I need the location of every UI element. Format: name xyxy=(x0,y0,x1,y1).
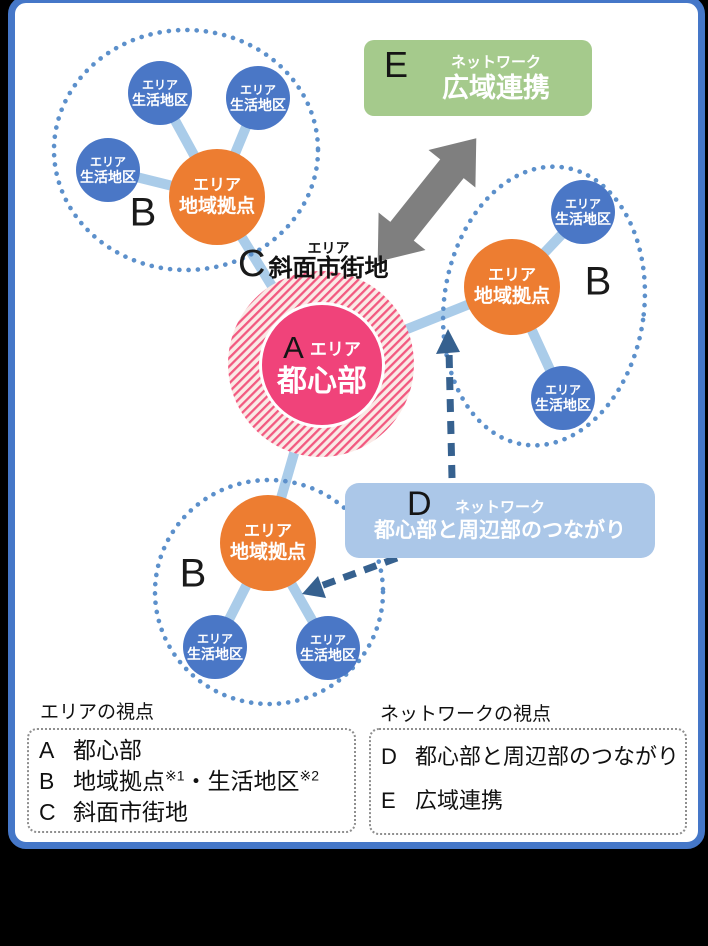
cluster-boundary-ellipse xyxy=(152,477,386,707)
legend-row-d: D 都心部と周辺部のつながり xyxy=(381,735,679,779)
living-district-circle: エリア 生活地区 xyxy=(226,66,290,130)
legend-text-part: ・生活地区 xyxy=(184,768,300,794)
circle-tag: エリア xyxy=(196,631,233,646)
living-district-circle: エリア 生活地区 xyxy=(296,616,360,680)
wide-area-network-box: E ネットワーク 広域連携 xyxy=(364,40,592,116)
circle-tag: エリア xyxy=(141,77,178,92)
slope-title: 斜面市街地 xyxy=(268,255,389,282)
living-district-circle: エリア 生活地区 xyxy=(183,615,247,679)
circle-tag: エリア xyxy=(564,196,601,211)
circle-label: 生活地区 xyxy=(300,646,356,663)
legend-key: A xyxy=(39,737,55,763)
circle-label: 生活地区 xyxy=(80,168,136,185)
label-letter-b: B xyxy=(179,551,207,596)
network-tag: ネットワーク xyxy=(450,53,541,71)
circle-tag: エリア xyxy=(487,267,536,284)
legend-footnote-mark: ※1 xyxy=(165,767,185,784)
circle-label: 都心部 xyxy=(277,364,367,398)
circle-tag: エリア xyxy=(192,177,241,194)
regional-hub-circle: エリア 地域拠点 xyxy=(464,239,560,335)
label-letter-c: C xyxy=(238,243,266,285)
label-letter-b: B xyxy=(129,190,157,235)
legend-text: 広域連携 xyxy=(415,788,504,813)
label-letter-e: E xyxy=(384,44,409,85)
legend-text: 都心部 xyxy=(73,737,142,763)
legend-key: B xyxy=(39,768,55,794)
legend-text: 都心部と周辺部のつながり xyxy=(415,744,680,769)
network-tag: ネットワーク xyxy=(454,498,545,516)
center-periphery-network-box: D ネットワーク 都心部と周辺部のつながり xyxy=(345,483,655,558)
cluster-boundary-ellipse xyxy=(51,27,321,273)
circle-tag: エリア xyxy=(243,523,292,540)
living-district-circle: エリア 生活地区 xyxy=(531,366,595,430)
network-legend-title: ネットワークの視点 xyxy=(380,704,552,725)
legend-text-part: 地域拠点 xyxy=(73,768,165,794)
circle-label: 生活地区 xyxy=(230,96,286,113)
legend-text: 地域拠点※1・生活地区※2 xyxy=(73,766,319,797)
dashed-network-arrow xyxy=(316,554,399,591)
circle-tag: エリア xyxy=(544,382,581,397)
bidirectional-arrow-icon xyxy=(377,138,477,262)
city-center-circle: A エリア 都心部 xyxy=(259,302,385,428)
network-title: 広域連携 xyxy=(442,72,550,103)
slope-tag: エリア xyxy=(307,240,350,256)
living-district-circle: エリア 生活地区 xyxy=(128,61,192,125)
circle-tag: エリア xyxy=(239,82,276,97)
circle-label: 地域拠点 xyxy=(229,542,306,563)
circle-label: 生活地区 xyxy=(535,396,591,413)
dashed-arrowhead-icon xyxy=(302,576,326,598)
circle-label: 生活地区 xyxy=(187,645,243,662)
label-letter-a: A xyxy=(283,329,304,365)
legend-key: D xyxy=(381,744,397,769)
regional-hub-circle: エリア 地域拠点 xyxy=(220,495,316,591)
circle-label: 生活地区 xyxy=(132,91,188,108)
circle-tag: エリア xyxy=(309,339,361,359)
legend-key: C xyxy=(39,799,56,825)
circle-label: 地域拠点 xyxy=(473,286,550,307)
dashed-network-arrows xyxy=(302,329,460,598)
network-title: 都心部と周辺部のつながり xyxy=(374,518,626,542)
label-letter-b: B xyxy=(584,259,612,304)
legend-key: E xyxy=(381,788,396,813)
living-district-circle: エリア 生活地区 xyxy=(76,138,140,202)
legend-row-c: C 斜面市街地 xyxy=(39,797,344,828)
legend-row-e: E 広域連携 xyxy=(381,779,675,823)
area-legend-box: A 都心部 B 地域拠点※1・生活地区※2 C 斜面市街地 xyxy=(27,728,356,833)
dashed-arrowhead-icon xyxy=(436,329,460,354)
city-center-heading: A エリア xyxy=(283,331,361,364)
label-letter-d: D xyxy=(407,485,432,523)
legend-row-b: B 地域拠点※1・生活地区※2 xyxy=(39,766,344,797)
circle-tag: エリア xyxy=(309,632,346,647)
circle-label: 生活地区 xyxy=(555,210,611,227)
legend-footnote-mark: ※2 xyxy=(299,767,320,784)
slope-city-label: C エリア 斜面市街地 xyxy=(238,240,389,285)
circle-tag: エリア xyxy=(89,154,126,169)
regional-hub-circle: エリア 地域拠点 xyxy=(169,149,265,245)
dashed-network-arrow xyxy=(445,349,456,479)
network-legend-box: D 都心部と周辺部のつながり E 広域連携 xyxy=(369,728,687,835)
area-legend-title: エリアの視点 xyxy=(40,702,155,723)
living-district-circle: エリア 生活地区 xyxy=(551,180,615,244)
legend-row-a: A 都心部 xyxy=(39,735,344,766)
legend-text: 斜面市街地 xyxy=(73,799,188,825)
circle-label: 地域拠点 xyxy=(178,196,255,217)
cluster-boundary-ellipse xyxy=(440,164,648,448)
